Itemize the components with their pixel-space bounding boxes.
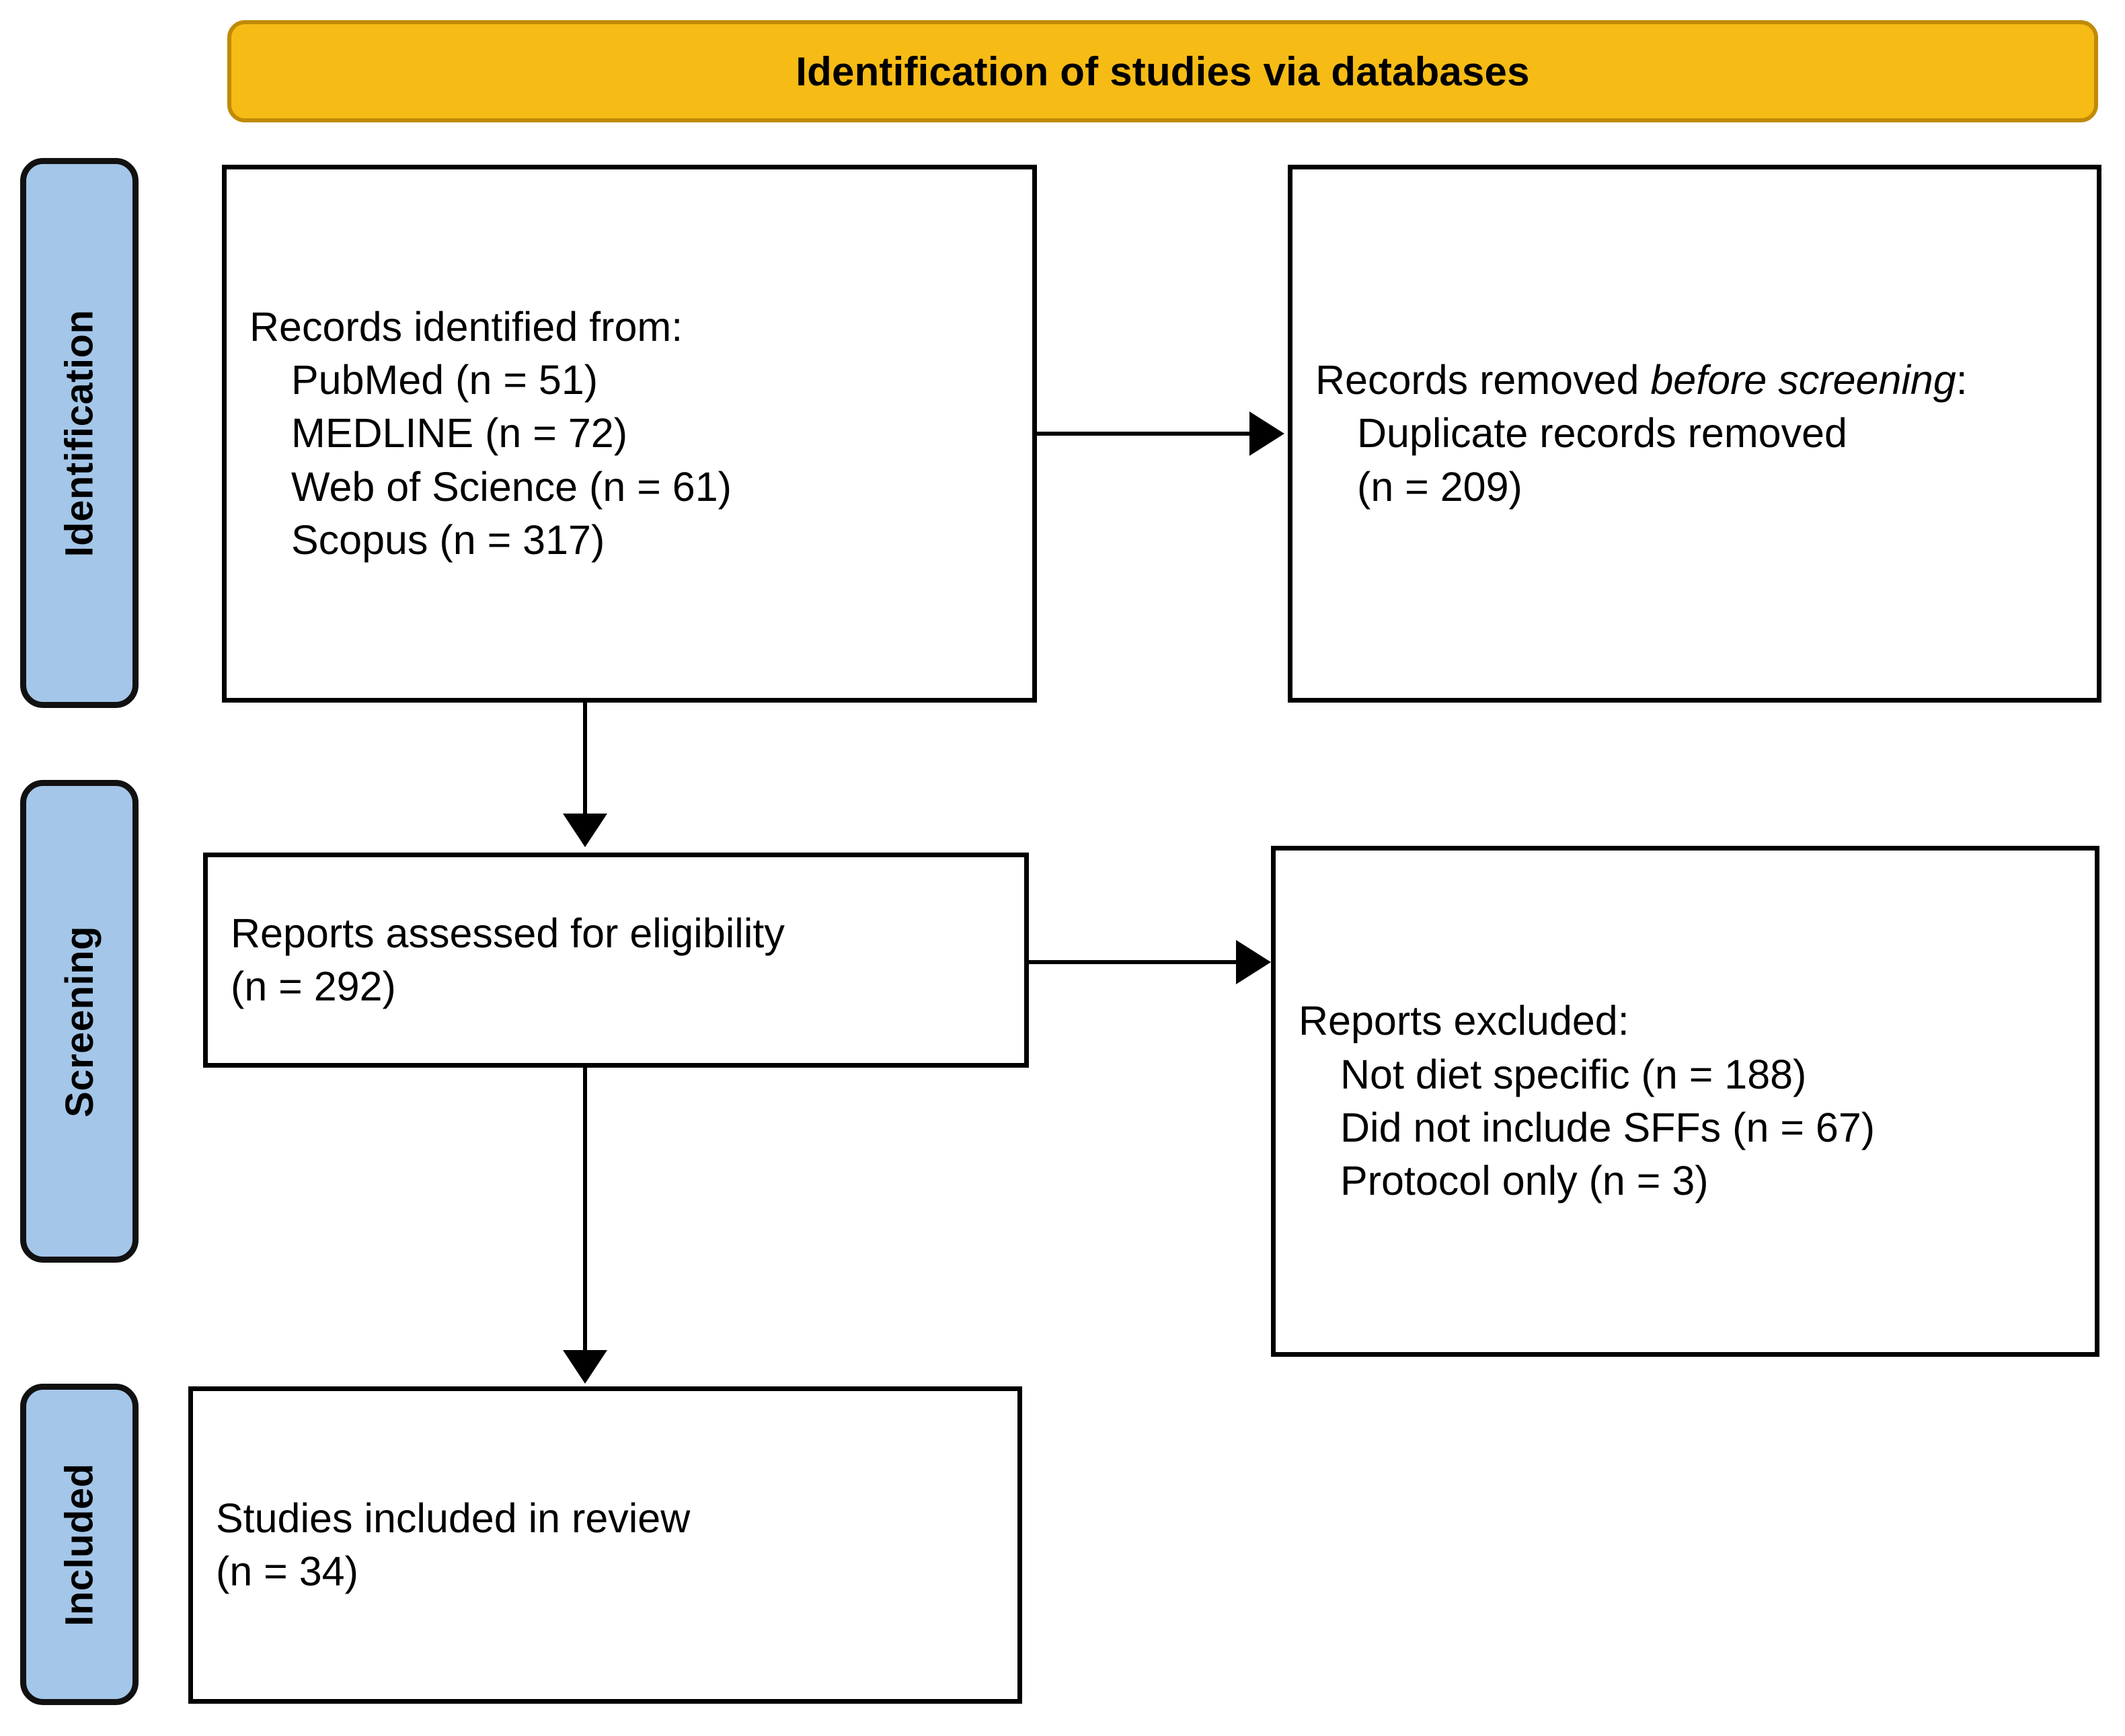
records-removed-heading: Records removed before screening: — [1315, 354, 2074, 407]
records-removed-item-duplicates-count: (n = 209) — [1357, 463, 1522, 510]
arrow-right-icon-identified-to-removed — [1249, 411, 1284, 456]
records-removed-item-duplicates: Duplicate records removed — [1357, 410, 1847, 457]
records-removed-heading-suffix: : — [1956, 357, 1968, 403]
studies-included-label: Studies included in review — [216, 1495, 691, 1541]
records-identified-item-web-of-science: Web of Science (n = 61) — [291, 463, 732, 510]
box-reports-assessed: Reports assessed for eligibility (n = 29… — [203, 853, 1029, 1068]
box-records-identified: Records identified from: PubMed (n = 51)… — [222, 165, 1037, 703]
reports-assessed-label: Reports assessed for eligibility — [231, 910, 785, 956]
records-identified-heading: Records identified from: — [249, 303, 683, 350]
stage-chip-included: Included — [20, 1384, 139, 1705]
records-removed-heading-emphasis: before screening — [1650, 357, 1956, 403]
stage-label-included: Included — [57, 1462, 102, 1626]
arrow-right-icon-eligibility-to-excluded — [1236, 940, 1271, 984]
box-studies-included-text: Studies included in review (n = 34) — [193, 1492, 1017, 1599]
reports-excluded-item-not-diet-specific: Not diet specific (n = 188) — [1340, 1051, 1807, 1097]
stage-label-screening: Screening — [57, 925, 102, 1117]
stage-label-identification: Identification — [57, 309, 102, 557]
stage-chip-identification: Identification — [20, 158, 139, 708]
diagram-header-banner: Identification of studies via databases — [227, 20, 2098, 122]
records-identified-item-scopus: Scopus (n = 317) — [291, 516, 605, 563]
box-reports-assessed-text: Reports assessed for eligibility (n = 29… — [208, 907, 1024, 1014]
box-reports-excluded-text: Reports excluded: Not diet specific (n =… — [1276, 994, 2095, 1208]
box-records-removed: Records removed before screening: Duplic… — [1288, 165, 2101, 703]
reports-excluded-item-protocol-only: Protocol only (n = 3) — [1340, 1158, 1709, 1204]
box-records-identified-text: Records identified from: PubMed (n = 51)… — [227, 301, 1032, 567]
arrow-down-icon-eligibility-to-included — [563, 1350, 607, 1384]
box-reports-excluded: Reports excluded: Not diet specific (n =… — [1271, 846, 2099, 1357]
records-removed-heading-prefix: Records removed — [1315, 357, 1651, 403]
diagram-title: Identification of studies via databases — [796, 48, 1530, 94]
box-studies-included: Studies included in review (n = 34) — [188, 1386, 1022, 1704]
connector-eligibility-to-excluded-line — [1029, 960, 1239, 964]
reports-excluded-heading: Reports excluded: — [1299, 998, 1629, 1044]
arrow-down-icon-identified-to-eligibility — [563, 814, 607, 847]
connector-identified-to-removed-line — [1037, 432, 1252, 436]
connector-eligibility-to-included-line — [583, 1068, 587, 1353]
connector-identified-to-eligibility-line — [583, 703, 587, 817]
box-records-removed-text: Records removed before screening: Duplic… — [1292, 354, 2097, 514]
reports-assessed-count: (n = 292) — [231, 963, 396, 1009]
records-identified-item-pubmed: PubMed (n = 51) — [291, 357, 598, 403]
reports-excluded-item-no-sffs: Did not include SFFs (n = 67) — [1340, 1105, 1876, 1150]
records-identified-item-medline: MEDLINE (n = 72) — [291, 410, 628, 457]
studies-included-count: (n = 34) — [216, 1548, 358, 1594]
stage-chip-screening: Screening — [20, 780, 139, 1263]
